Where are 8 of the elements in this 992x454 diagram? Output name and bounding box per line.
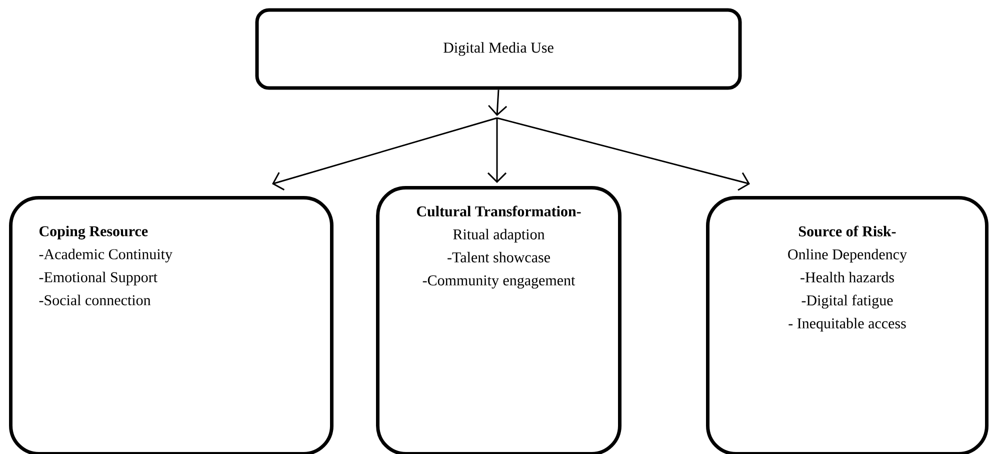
arrow xyxy=(487,118,507,183)
arrow xyxy=(488,90,508,116)
arrow xyxy=(496,117,750,191)
process-box: Digital Media Use xyxy=(255,8,742,90)
rounded-box: Source of Risk- Online Dependency -Health hazards -Digital fatigue - Inequitable access xyxy=(706,196,988,454)
arrow xyxy=(272,117,498,190)
rounded-box: Coping Resource -Academic Continuity -Emotional Support -Social connection xyxy=(9,196,334,454)
rounded-box: Cultural Transformation- Ritual adaption -Talent showcase -Community engagement xyxy=(376,186,622,454)
